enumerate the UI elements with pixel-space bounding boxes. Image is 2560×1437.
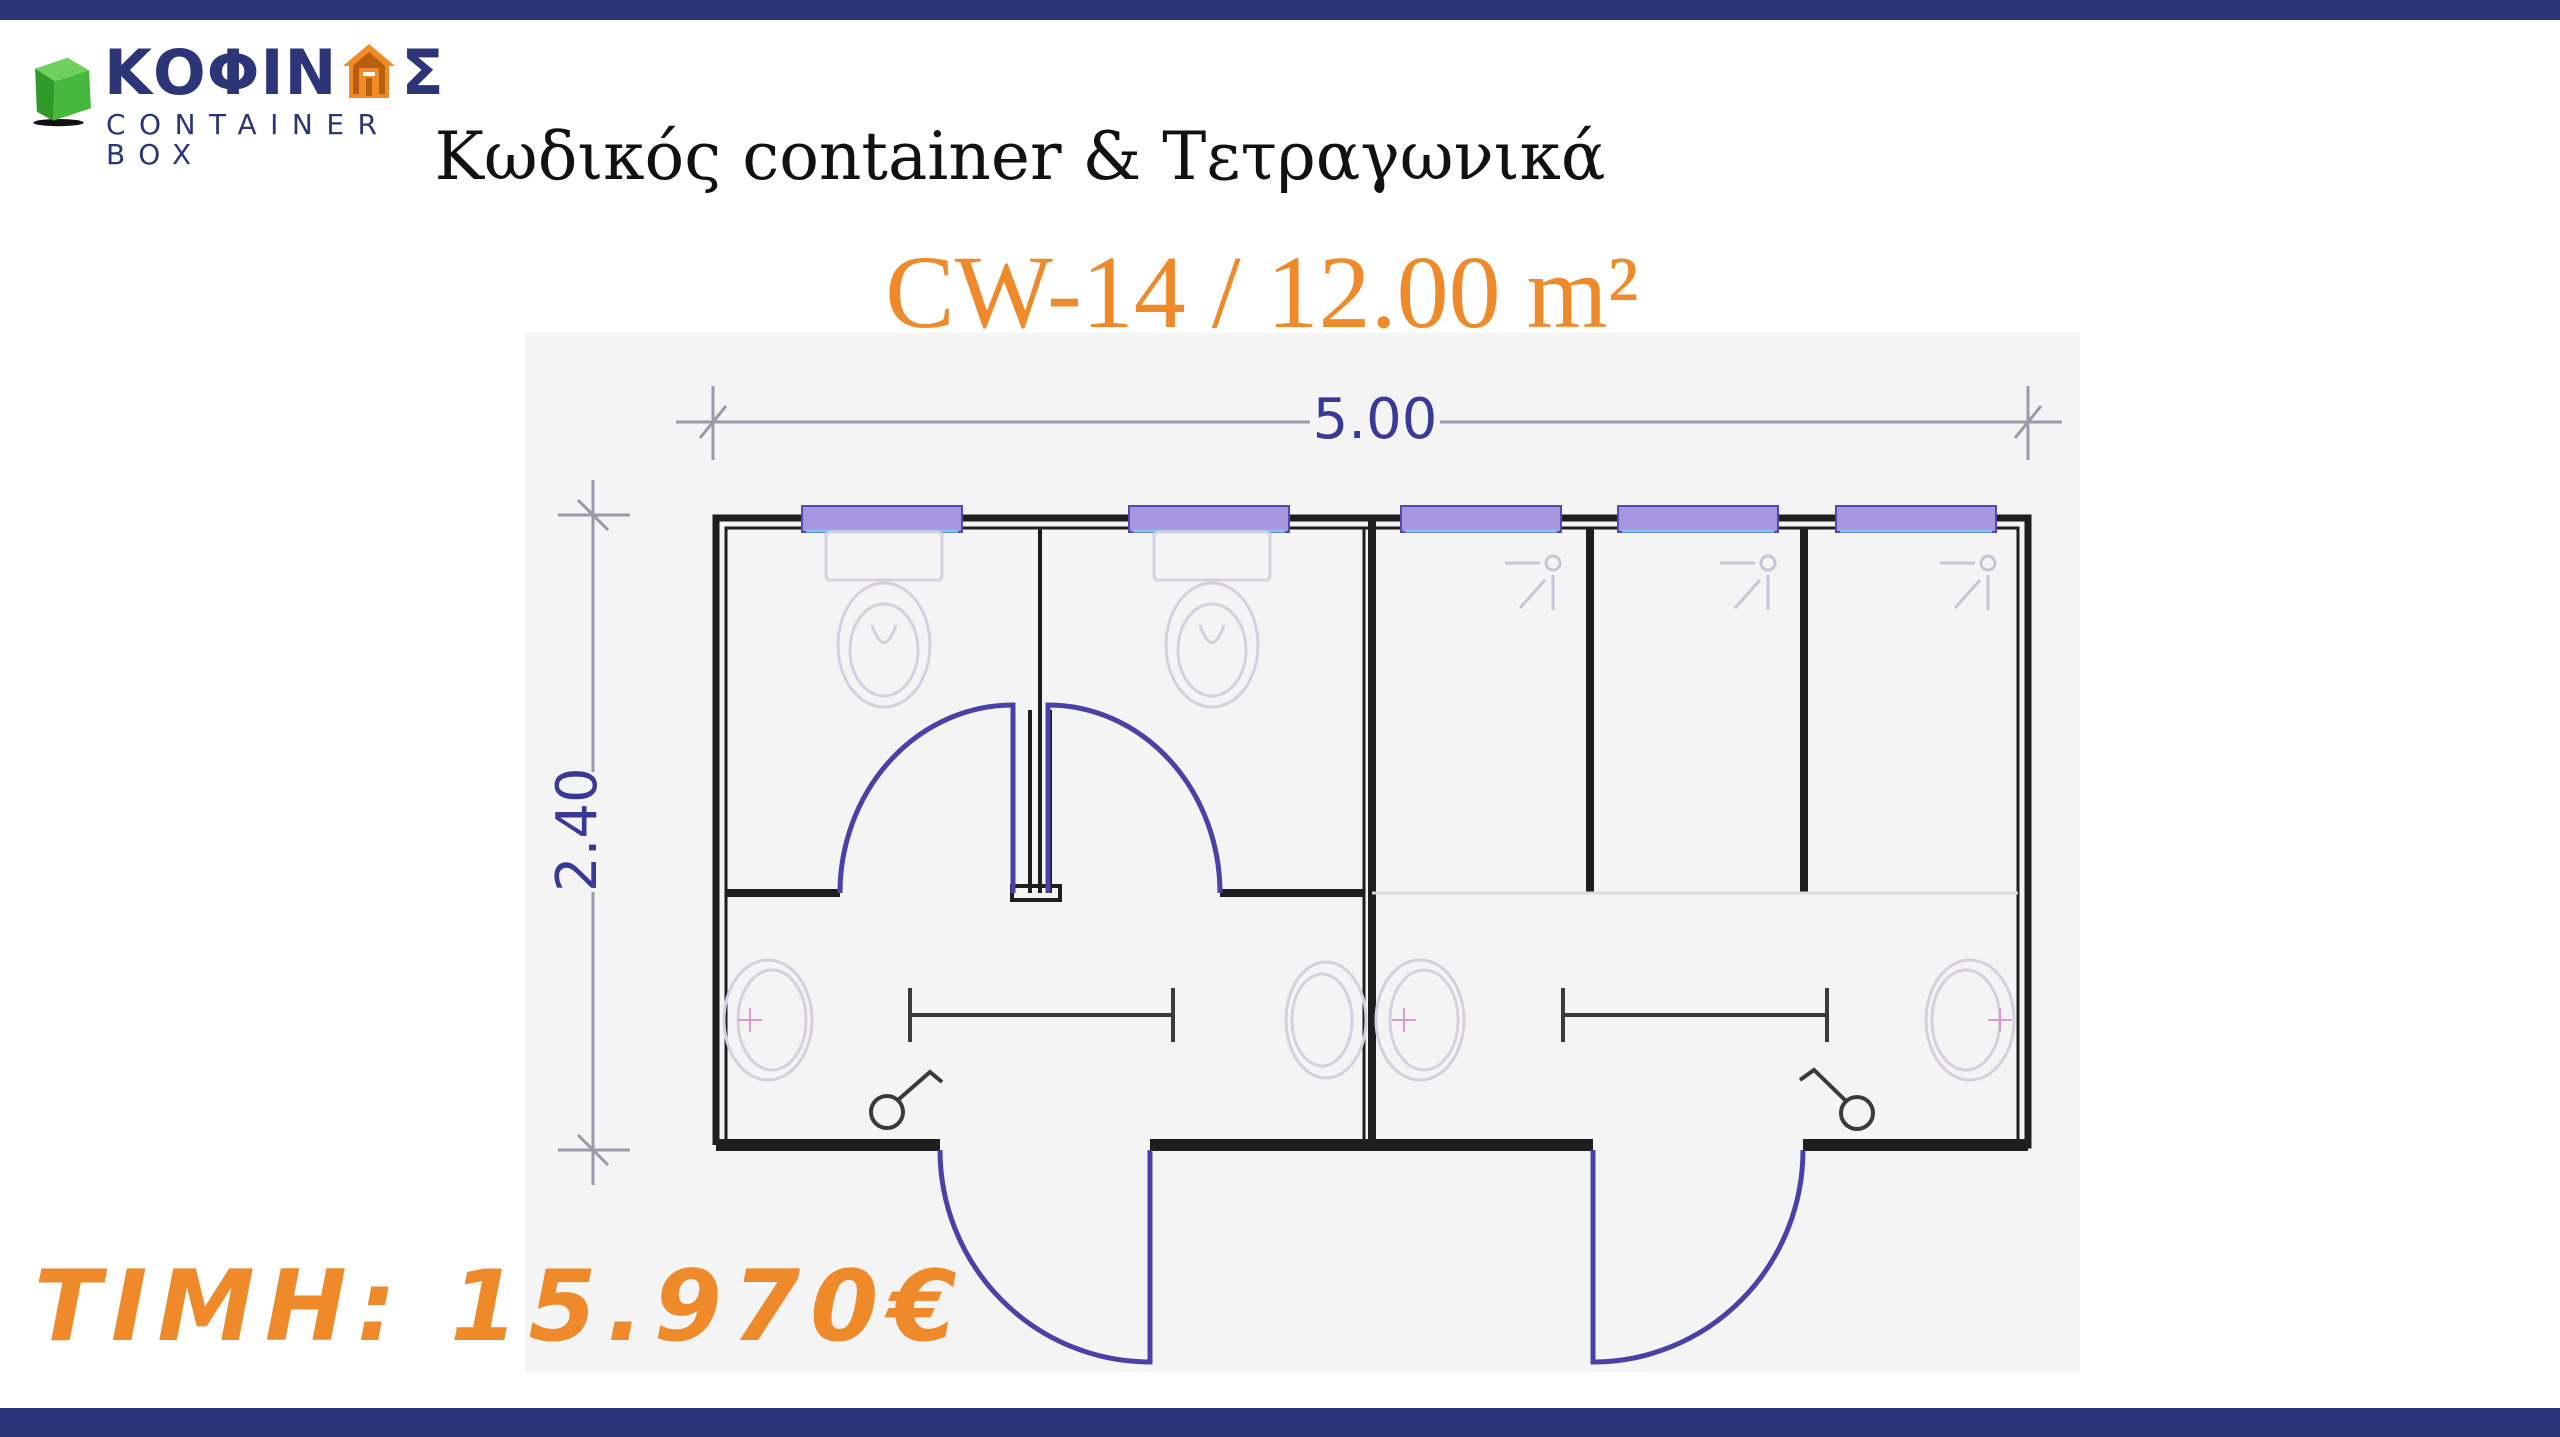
page-title: Κωδικός container & Τετραγωνικά — [434, 118, 1606, 195]
brand-tagline: CONTAINER BOX — [106, 108, 391, 171]
toilet-icon — [824, 530, 1272, 709]
brand-wordmark: ΚΟΦΙΝ Σ — [104, 36, 445, 109]
width-dimension-label: 5.00 — [1310, 388, 1440, 452]
container-code-area: CW-14 / 12.00 m² — [885, 235, 1639, 350]
sink-icon — [722, 958, 2016, 1082]
shower-head-icon — [1505, 554, 1997, 610]
orange-house-icon — [343, 44, 396, 98]
brand-logo: ΚΟΦΙΝ Σ CONTAINER BOX — [20, 36, 500, 170]
hand-shower-icon — [869, 1067, 1875, 1131]
bottom-banner-bar — [0, 1408, 2560, 1437]
doors — [837, 702, 1806, 1365]
price-label: ΤΙΜΗ: 15.970€ — [34, 1250, 967, 1364]
walls — [712, 514, 2032, 1151]
floor-plan-image — [525, 333, 2080, 1372]
top-banner-bar — [0, 0, 2560, 20]
grab-bar-icon — [908, 988, 1829, 1042]
green-cube-icon — [33, 57, 91, 127]
height-dimension-label: 2.40 — [545, 767, 610, 892]
